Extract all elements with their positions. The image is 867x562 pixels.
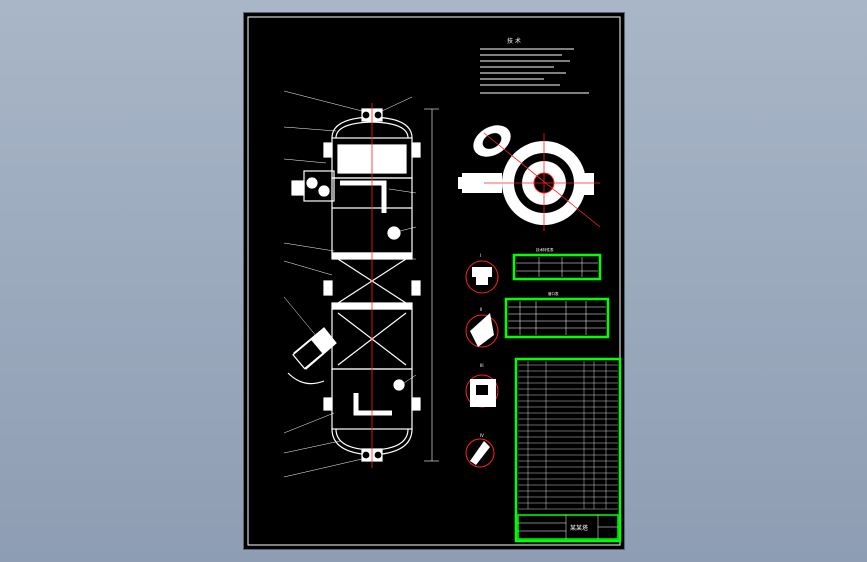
section-mark-4: IV [480, 433, 484, 438]
section-mark-3: III [480, 363, 484, 368]
detail-views: I II III IV [465, 253, 499, 468]
title-block-label: 某某塔 [570, 524, 588, 532]
nozzle-table-title: 管口表 [548, 291, 559, 296]
drawing-sheet: 技 术 [244, 13, 624, 549]
cad-drawing: 技 术 [247, 16, 622, 546]
parts-list-and-title-block: 某某塔 [514, 357, 622, 543]
column-elevation [283, 90, 439, 478]
design-data-table: 技术特性表 [512, 247, 602, 281]
nozzle-orientation-view [458, 125, 601, 231]
notes-heading: 技 术 [507, 37, 521, 45]
section-mark-1: I [480, 253, 481, 258]
technical-notes: 技 术 [480, 37, 589, 94]
nozzle-schedule-table: 管口表 [504, 291, 610, 339]
design-table-title: 技术特性表 [536, 247, 554, 252]
section-mark-2: II [480, 307, 482, 312]
inner-frame [247, 16, 621, 546]
